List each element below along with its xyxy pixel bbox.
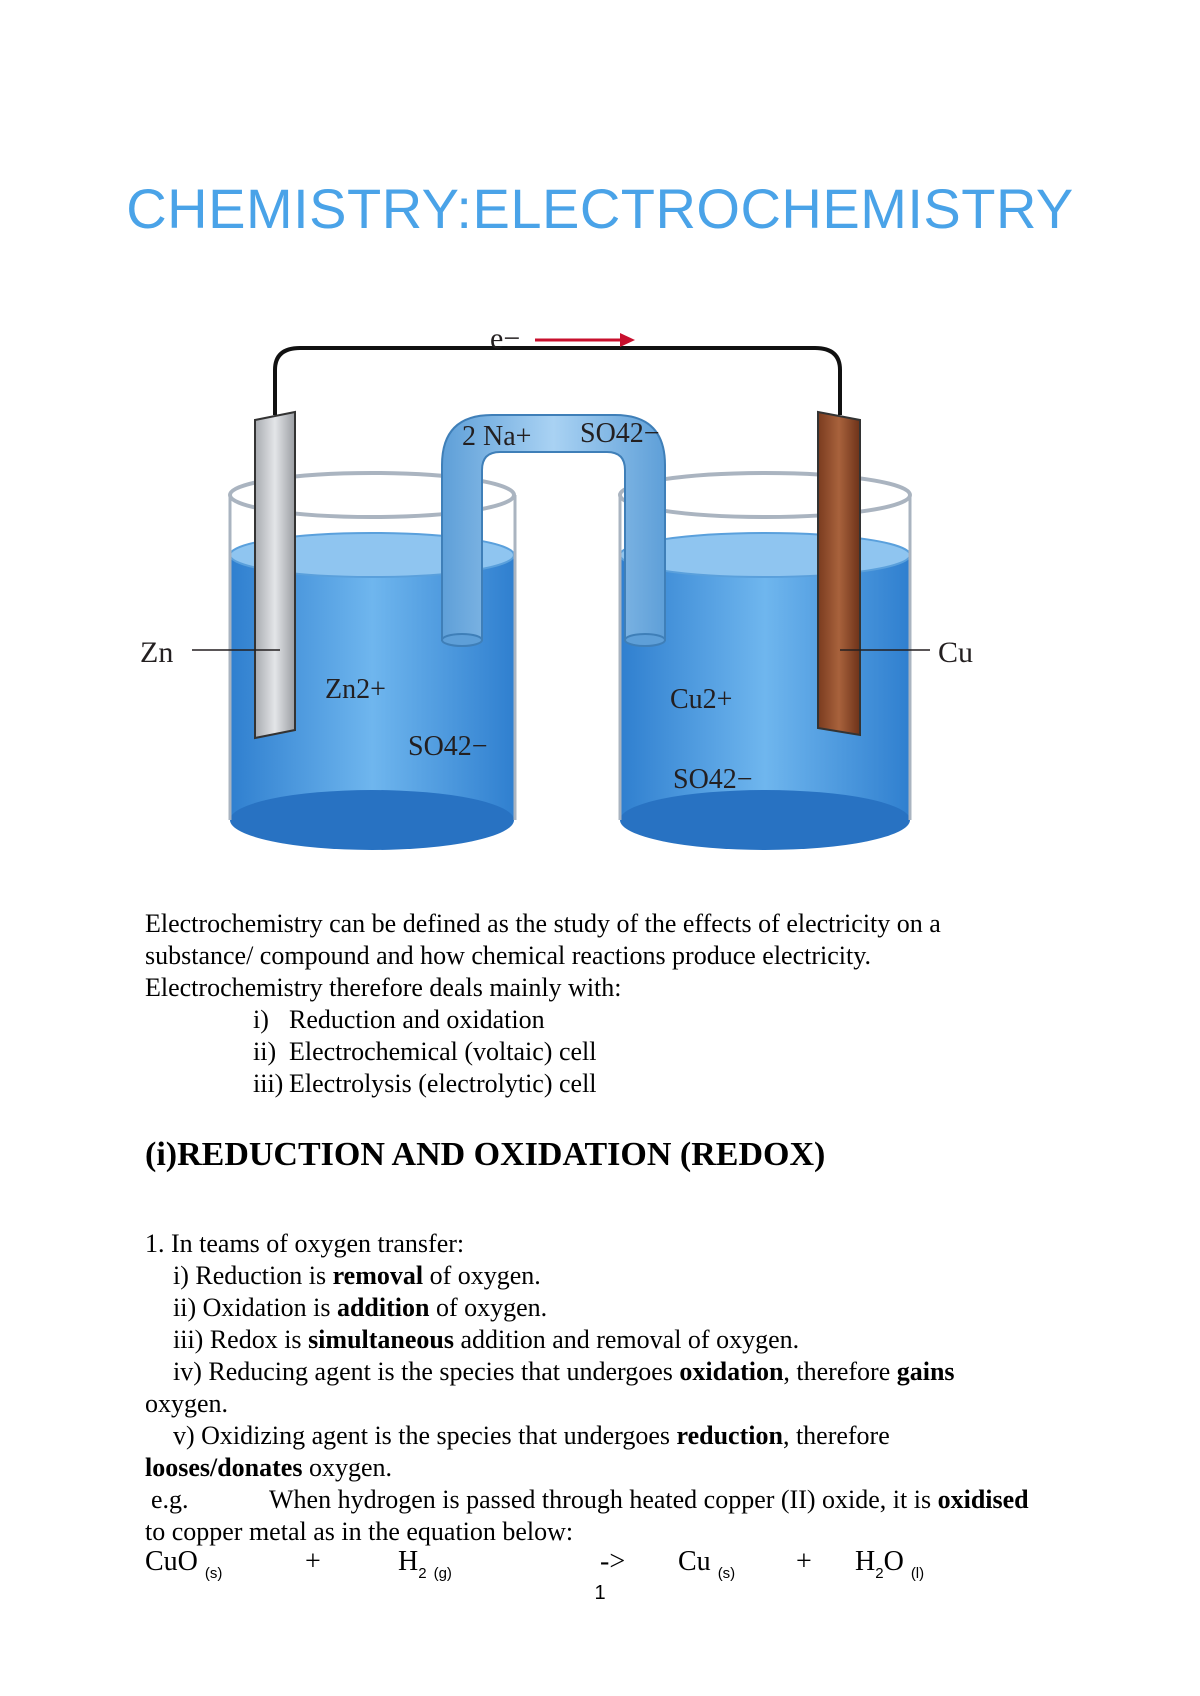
- cu-ion-label: Cu2+: [670, 684, 732, 715]
- cu-electrode-label: Cu: [938, 636, 973, 669]
- list-item: i)Reduction and oxidation: [253, 1005, 545, 1034]
- eq-h2o: H2O (l): [855, 1546, 925, 1582]
- definition-line: iii) Redox is simultaneous addition and …: [173, 1325, 800, 1354]
- oxygen-transfer-section: 1. In teams of oxygen transfer: i) Reduc…: [145, 1228, 1105, 1548]
- definition-line: ii) Oxidation is addition of oxygen.: [173, 1293, 548, 1322]
- intro-line: Electrochemistry can be defined as the s…: [145, 909, 941, 938]
- copper-electrode: [817, 410, 861, 737]
- definition-line: iv) Reducing agent is the species that u…: [173, 1357, 955, 1386]
- example-line: e.g.When hydrogen is passed through heat…: [151, 1485, 1029, 1514]
- right-sulfate-label: SO42−: [673, 764, 753, 795]
- definition-line: oxygen.: [145, 1389, 229, 1418]
- zn-electrode-label: Zn: [140, 636, 173, 669]
- electron-label: e−: [490, 330, 520, 355]
- electron-flow-arrow: [535, 333, 635, 347]
- zinc-electrode: [254, 410, 296, 740]
- list-item: ii)Electrochemical (voltaic) cell: [253, 1037, 597, 1066]
- external-wire: [273, 346, 842, 415]
- eq-h2: H2 (g): [398, 1546, 452, 1582]
- intro-paragraph: Electrochemistry can be defined as the s…: [145, 908, 1105, 1100]
- eq-cu: Cu (s): [678, 1546, 736, 1582]
- left-sulfate-label: SO42−: [408, 731, 488, 762]
- galvanic-cell-diagram: e− Zn Cu 2 Na+ SO42− Zn2+ Cu2+ SO42− SO4…: [140, 330, 973, 850]
- zn-ion-label: Zn2+: [325, 674, 386, 705]
- eq-cuo: CuO (s): [145, 1546, 223, 1582]
- eq-plus: +: [305, 1546, 321, 1577]
- intro-line: substance/ compound and how chemical rea…: [145, 941, 872, 970]
- section-intro: 1. In teams of oxygen transfer:: [145, 1229, 465, 1258]
- example-line: to copper metal as in the equation below…: [145, 1517, 574, 1546]
- definition-line: i) Reduction is removal of oxygen.: [173, 1261, 541, 1290]
- list-item: iii)Electrolysis (electrolytic) cell: [253, 1069, 597, 1098]
- salt-bridge: [441, 414, 666, 641]
- bridge-cation-label: 2 Na+: [462, 421, 531, 452]
- definition-line: v) Oxidizing agent is the species that u…: [173, 1421, 890, 1450]
- bridge-anion-label: SO42−: [580, 418, 660, 449]
- page-title: CHEMISTRY:ELECTROCHEMISTRY: [126, 177, 1074, 240]
- eq-plus: +: [796, 1546, 812, 1577]
- page-number: 1: [594, 1582, 606, 1604]
- intro-line: Electrochemistry therefore deals mainly …: [145, 973, 622, 1002]
- definition-line: looses/donates oxygen.: [145, 1453, 393, 1482]
- section-heading: (i)REDUCTION AND OXIDATION (REDOX): [145, 1136, 826, 1173]
- eq-arrow: ->: [600, 1546, 626, 1577]
